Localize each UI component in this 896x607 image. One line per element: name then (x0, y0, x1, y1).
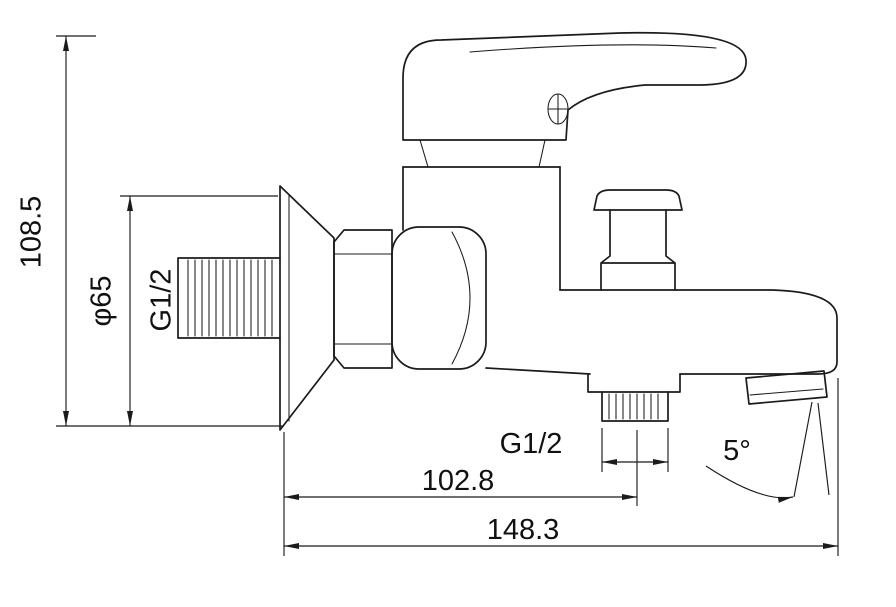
body-column (402, 166, 561, 291)
diverter-knob-cap (593, 189, 683, 211)
outlet-extension-lines (601, 428, 669, 472)
aerator-outlet (745, 370, 828, 405)
diverter-knob-stem (600, 209, 676, 291)
overall-length-label: 148.3 (487, 514, 560, 546)
dimension-labels: 108.5 φ65 G1/2 G1/2 102.8 148.3 5° (16, 196, 751, 546)
inlet-thread-lines (187, 259, 273, 337)
inlet-nipple (177, 257, 281, 339)
connector-bulge-arc (451, 231, 471, 365)
angle-arc-leader (705, 465, 794, 503)
spout-body (485, 289, 838, 375)
shower-outlet-flange (587, 373, 681, 393)
outlet-thread-label: G1/2 (500, 428, 563, 460)
handle-lever (402, 31, 747, 141)
spout-angle-label: 5° (723, 435, 751, 467)
aerator-inner-line (749, 388, 824, 396)
height-extension-lines (56, 35, 284, 427)
faucet-outline (177, 31, 838, 431)
handle-crease-line (469, 44, 717, 53)
valve-connector-block (391, 226, 487, 370)
handle-neck (419, 139, 546, 168)
overall-height-label: 108.5 (16, 196, 48, 269)
hex-nut (333, 229, 393, 369)
handle-screw-icon (547, 93, 569, 125)
hex-nut-facets (333, 253, 393, 345)
flange-diameter-label: φ65 (86, 275, 118, 326)
wall-flange-cone (279, 185, 335, 431)
outlet-offset-label: 102.8 (422, 465, 495, 497)
angle-reference-lines (793, 401, 830, 498)
outlet-thread-lines (608, 393, 659, 420)
inlet-thread-label: G1/2 (146, 269, 178, 332)
shower-outlet-pipe (601, 391, 669, 422)
dimension-lines (56, 35, 839, 556)
